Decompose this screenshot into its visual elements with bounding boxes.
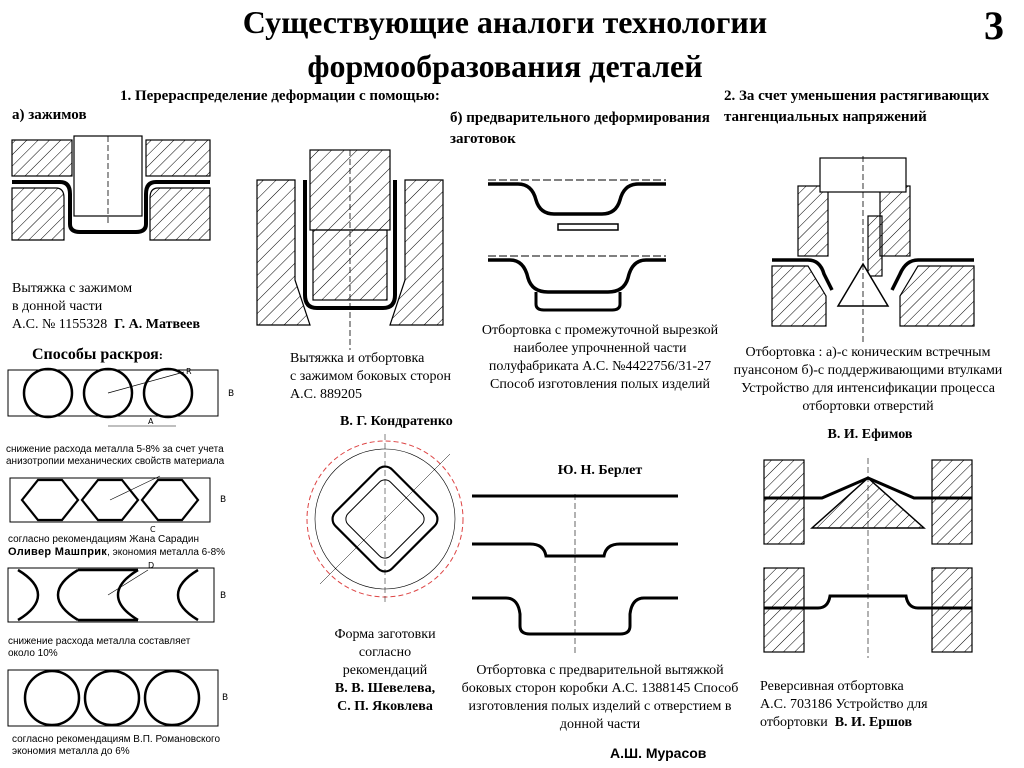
fig-flange-preliminary-draw: [472, 494, 678, 654]
caption-3-author: Ю. Н. Берлет: [557, 463, 643, 478]
svg-text:B: B: [220, 591, 226, 601]
caption-6: Отбортовка с предварительной вытяжкой бо…: [461, 663, 739, 732]
caption-7-author: В. И. Ершов: [834, 715, 913, 730]
cutting-note-2: согласно рекомендациям Жана Сарадин Олив…: [8, 534, 226, 558]
caption-5: Форма заготовки согласно рекомендаций В.…: [300, 626, 470, 716]
svg-text:D: D: [148, 561, 154, 570]
cutting-note-4: согласно рекомендациям В.П. Романовского…: [12, 734, 221, 757]
caption-2-line2: с зажимом боковых сторон: [290, 369, 451, 384]
fig-reverse-flange: [763, 458, 973, 658]
caption-1: Вытяжка с зажимом в донной части А.С. № …: [12, 280, 252, 334]
caption-1-line1: Вытяжка с зажимом: [12, 281, 133, 296]
caption-1-author: Г. А. Матвеев: [114, 317, 201, 332]
svg-text:R: R: [186, 367, 192, 376]
slide-title: Существующие аналоги технологии формообр…: [242, 4, 768, 84]
caption-3: Отбортовка с промежуточной вырезкой наиб…: [481, 323, 719, 392]
cutting-layout-3: B D: [7, 561, 226, 623]
cutting-note-1: снижение расхода металла 5-8% за счет уч…: [6, 444, 225, 467]
cutting-layout-4: B: [7, 669, 228, 727]
caption-4: Отбортовка : а)-с коническим встречным п…: [733, 345, 1003, 414]
caption-1-line3: А.С. № 1155328: [12, 317, 108, 332]
caption-7: Реверсивная отбортовка А.С. 703186 Устро…: [760, 679, 928, 730]
caption-5-author1: В. В. Шевелева,: [334, 681, 436, 696]
caption-1-line2: в донной части: [12, 299, 103, 314]
svg-text:B: B: [222, 693, 228, 703]
svg-text:B: B: [228, 389, 234, 399]
section1-b-label: б) предварительного деформирования загот…: [450, 110, 710, 147]
cutting-layout-2: B C: [9, 475, 226, 534]
svg-text:A: A: [148, 417, 154, 426]
caption-5-author2: С. П. Яковлева: [337, 699, 433, 714]
section2-heading: 2. За счет уменьшения растягивающих танг…: [724, 88, 990, 125]
fig-draw-clamp-bottom: [11, 135, 211, 241]
caption-4-author: В. И. Ефимов: [827, 427, 913, 442]
caption-2-line1: Вытяжка и отбортовка: [290, 351, 425, 366]
svg-text:B: B: [220, 495, 226, 505]
fig-draw-side-clamp: [256, 149, 444, 350]
slide-number: 3: [984, 3, 1004, 48]
cutting-layout-1: R B A: [7, 367, 234, 427]
cutting-heading: Способы раскроя:: [32, 346, 163, 363]
fig-flange-conical-punch: [771, 156, 975, 344]
section1-heading: 1. Перераспределение деформации с помощь…: [120, 88, 440, 104]
caption-2-author: В. Г. Кондратенко: [340, 414, 453, 429]
section1-a-label: а) зажимов: [12, 107, 87, 123]
fig-blank-shape: [306, 434, 464, 604]
svg-text:C: C: [150, 525, 156, 534]
caption-6-author: А.Ш. Мурасов: [610, 745, 707, 761]
fig-flange-intermediate-cut: [488, 179, 666, 312]
caption-2: Вытяжка и отбортовка с зажимом боковых с…: [290, 350, 500, 404]
caption-2-line3: А.С. 889205: [290, 387, 362, 402]
